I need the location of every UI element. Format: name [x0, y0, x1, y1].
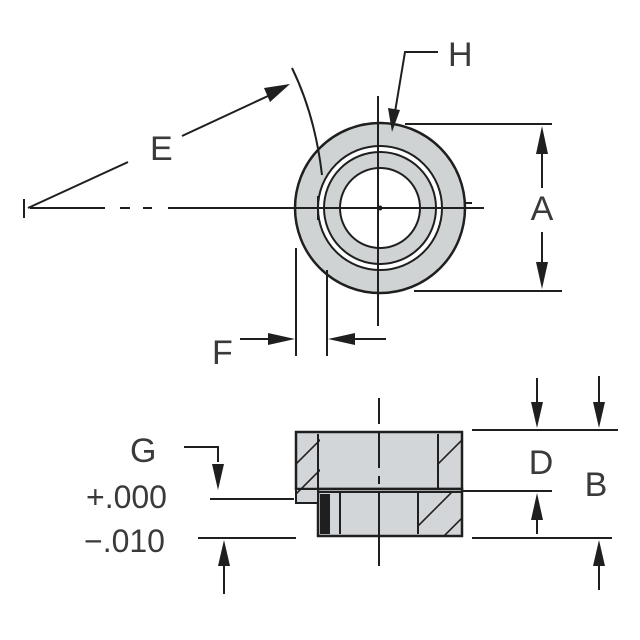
label-e: E [150, 130, 173, 168]
h-arrow [388, 108, 400, 132]
hatch-right-lower [418, 492, 462, 536]
tolerance-plus: +.000 [86, 479, 167, 515]
b-arrow-down [593, 402, 605, 428]
label-f: F [212, 334, 233, 372]
dimension-b: B [472, 376, 612, 590]
label-d: D [529, 444, 554, 482]
section-view [294, 398, 464, 566]
label-b: B [585, 466, 608, 504]
g-leader [184, 446, 219, 462]
h-leader [393, 51, 438, 119]
dimension-f: F [212, 248, 386, 372]
hatch-left [296, 438, 320, 496]
a-arrow-up [536, 126, 548, 154]
g-arrow [212, 464, 224, 490]
top-view [23, 96, 484, 326]
g-arrow-up [218, 540, 230, 566]
f-arrow-left [268, 333, 295, 345]
label-a: A [531, 190, 554, 228]
tolerance-minus: −.010 [84, 523, 165, 559]
e-arrow [264, 84, 290, 102]
b-arrow-up [593, 540, 605, 566]
a-arrow-down [536, 262, 548, 289]
step-region [295, 488, 319, 504]
solid-wall [320, 494, 330, 534]
dimension-g: G +.000 −.010 [84, 432, 296, 594]
label-h: H [448, 36, 473, 74]
e-leader-lower [27, 161, 129, 209]
label-g: G [130, 432, 156, 470]
e-arc [291, 67, 323, 176]
dimension-e: E [27, 67, 323, 209]
d-arrow-up [531, 493, 543, 520]
dimension-h: H [388, 36, 473, 132]
lower-body [316, 487, 464, 538]
dimension-a: A [405, 123, 562, 292]
d-arrow-down [531, 402, 543, 428]
f-arrow-right [328, 333, 355, 345]
hatch-right-upper [438, 438, 462, 466]
dimension-d: D [462, 378, 618, 534]
e-leader-upper [181, 95, 269, 137]
